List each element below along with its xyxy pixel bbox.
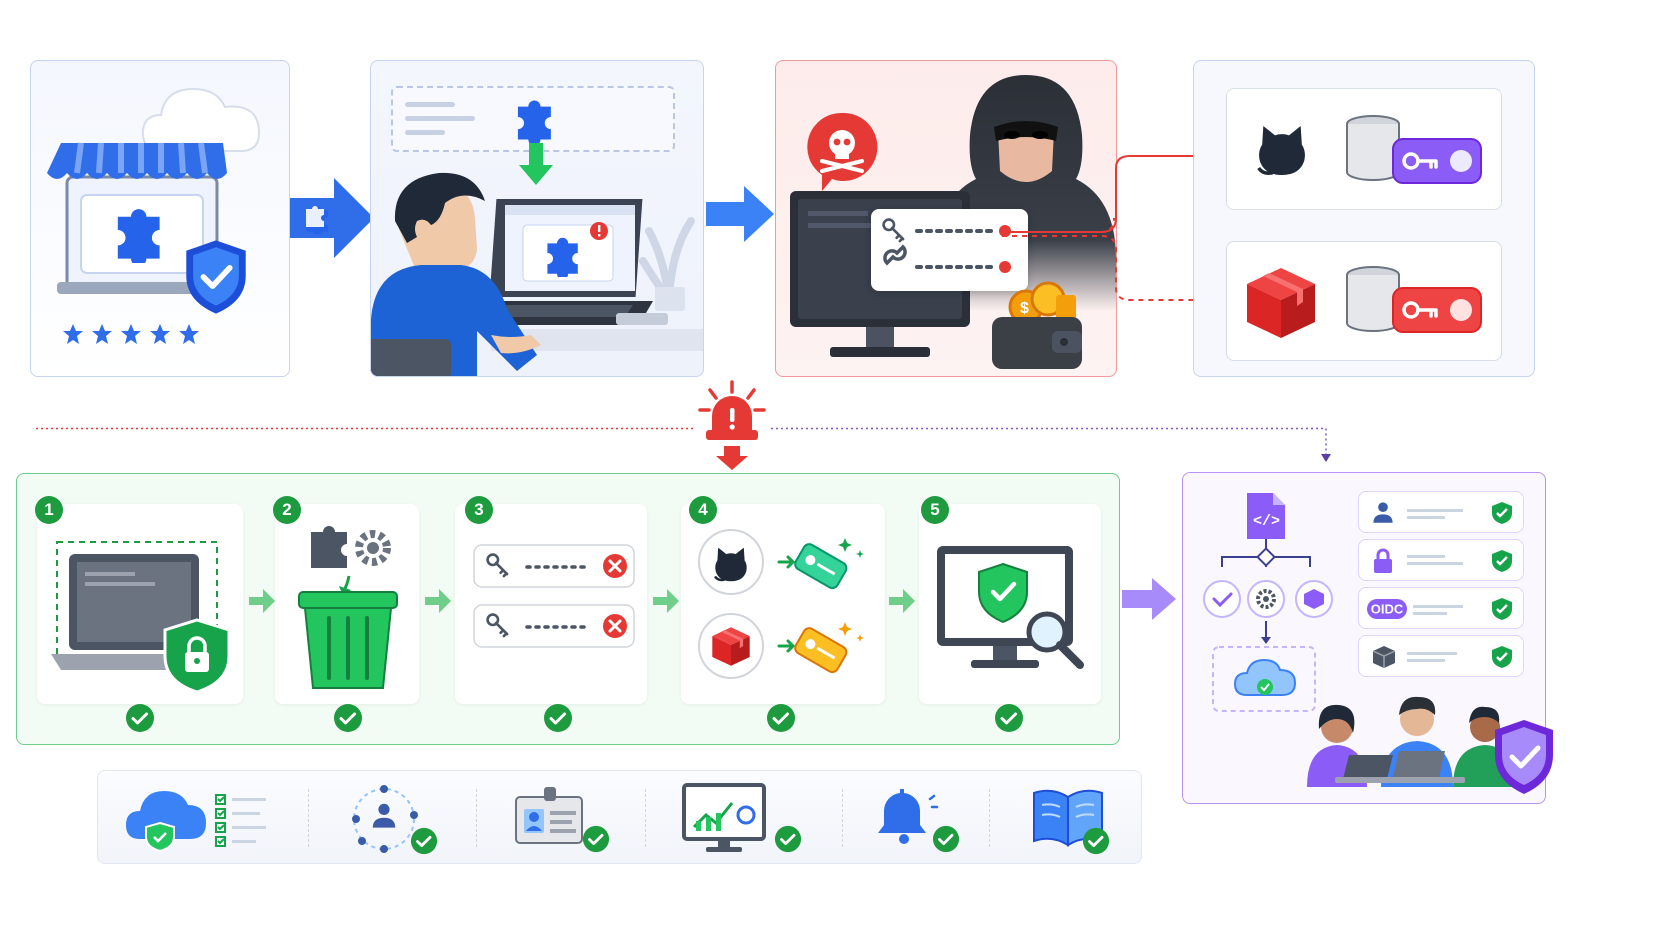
prevention-panel: </> bbox=[1182, 472, 1553, 804]
cloud-icon bbox=[141, 81, 271, 161]
divider bbox=[476, 789, 477, 847]
rotate-tokens-icon bbox=[695, 528, 875, 688]
flow-arrow bbox=[887, 586, 917, 616]
package-box-icon bbox=[1241, 262, 1321, 342]
step-number-badge: 3 bbox=[465, 496, 493, 524]
download-arrow-icon bbox=[519, 143, 553, 187]
user-install-panel bbox=[370, 60, 704, 377]
shield-check-icon bbox=[1491, 717, 1557, 797]
step-5-card bbox=[919, 504, 1101, 704]
trash-extension-icon bbox=[289, 514, 409, 704]
monitor-scan-icon bbox=[935, 544, 1095, 684]
targets-panel bbox=[1193, 60, 1535, 377]
step-1-check-icon bbox=[125, 703, 155, 733]
shield-check-icon bbox=[181, 237, 251, 317]
step-number-badge: 1 bbox=[35, 496, 63, 524]
policy-item-identity bbox=[1358, 491, 1524, 533]
policy-flow-diagram: </> bbox=[1191, 491, 1351, 712]
shield-check-icon bbox=[1491, 501, 1513, 525]
policy-item-lock bbox=[1358, 539, 1524, 581]
flow-arrow bbox=[651, 586, 681, 616]
step-2-check-icon bbox=[333, 703, 363, 733]
lock-icon bbox=[1372, 548, 1394, 574]
flow-arrow-install bbox=[288, 178, 378, 258]
oidc-badge: OIDC bbox=[1367, 599, 1407, 619]
step-4-card bbox=[681, 504, 885, 704]
phone-on-desk-icon bbox=[616, 313, 668, 325]
step-3-check-icon bbox=[543, 703, 573, 733]
developer-person-icon bbox=[371, 159, 551, 376]
remediation-steps-panel: 1 2 bbox=[16, 473, 1120, 745]
best-practices-strip bbox=[97, 770, 1142, 864]
revoke-keys-icon bbox=[473, 544, 637, 654]
divider bbox=[989, 789, 990, 847]
stolen-credentials-card bbox=[871, 209, 1028, 291]
puzzle-icon bbox=[511, 91, 563, 143]
plant-icon bbox=[639, 191, 699, 311]
monitor-analytics-icon bbox=[682, 783, 808, 857]
purple-key-badge-icon bbox=[1392, 138, 1482, 184]
team-network-icon bbox=[350, 785, 444, 855]
cloud-checklist-icon bbox=[124, 789, 274, 853]
package-credentials-card bbox=[1226, 241, 1502, 361]
skull-alert-icon bbox=[806, 111, 878, 191]
shield-check-icon bbox=[1491, 549, 1513, 573]
id-badge-icon bbox=[514, 785, 614, 855]
flow-arrow-prevention bbox=[1120, 576, 1178, 622]
user-icon bbox=[1371, 500, 1395, 524]
storefront-icon bbox=[47, 137, 227, 302]
desk-icon bbox=[491, 329, 703, 351]
package-cube-icon bbox=[1371, 644, 1397, 670]
shield-check-icon bbox=[1491, 645, 1513, 669]
shield-check-icon bbox=[1491, 597, 1513, 621]
step-number-badge: 2 bbox=[273, 496, 301, 524]
book-icon bbox=[1030, 787, 1114, 857]
alert-divider-line bbox=[36, 427, 1336, 468]
attacker-panel: $ bbox=[775, 60, 1117, 377]
step-4-check-icon bbox=[766, 703, 796, 733]
step-number-badge: 4 bbox=[689, 496, 717, 524]
divider bbox=[842, 789, 843, 847]
divider bbox=[308, 789, 309, 847]
github-icon bbox=[1247, 107, 1317, 187]
bell-alert-icon bbox=[878, 785, 968, 857]
svg-text:</>: </> bbox=[1253, 513, 1280, 530]
github-credentials-card bbox=[1226, 88, 1502, 210]
wallet-coins-icon: $ bbox=[990, 279, 1086, 371]
red-key-badge-icon bbox=[1392, 287, 1482, 333]
exfiltration-connectors bbox=[1000, 140, 1220, 320]
step-1-card bbox=[37, 504, 243, 704]
siren-alert-icon bbox=[698, 380, 766, 472]
policy-item-oidc: OIDC bbox=[1358, 587, 1524, 629]
step-number-badge: 5 bbox=[921, 496, 949, 524]
oidc-label: OIDC bbox=[1371, 602, 1404, 617]
step-5-check-icon bbox=[994, 703, 1024, 733]
flow-arrow bbox=[247, 586, 277, 616]
policy-item-package bbox=[1358, 635, 1524, 677]
extension-store-panel bbox=[30, 60, 290, 377]
five-star-rating bbox=[63, 323, 203, 347]
flow-arrow-compromise bbox=[704, 184, 776, 244]
svg-text:$: $ bbox=[1020, 300, 1029, 317]
security-team-icon bbox=[1295, 685, 1555, 795]
laptop-lock-icon bbox=[47, 540, 247, 700]
step-3-card bbox=[455, 504, 647, 704]
flow-arrow bbox=[423, 586, 453, 616]
divider bbox=[645, 789, 646, 847]
step-2-card bbox=[275, 504, 419, 704]
laptop-icon bbox=[483, 191, 653, 331]
